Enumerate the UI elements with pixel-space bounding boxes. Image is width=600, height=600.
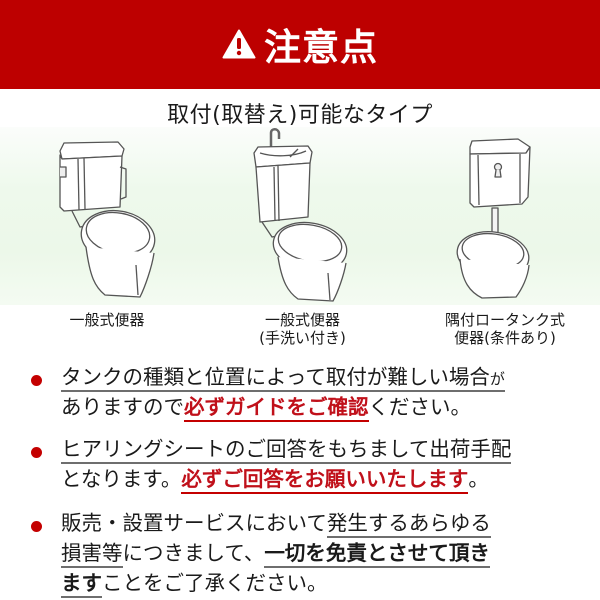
caption-standard: 一般式便器 (57, 311, 157, 329)
note-line: ますことをご了承ください。 (61, 568, 561, 598)
emphasis-text: 必ずご回答をお願いいたします (181, 467, 469, 494)
banner-content: 注意点 (222, 17, 378, 71)
note-text-segment: ください。 (368, 395, 472, 419)
bold-underlined-text: ます (61, 571, 102, 598)
note-text-segment: ヒアリングシート (61, 437, 225, 461)
underlined-text: タンクの種類と位置によって取付が難しい場合が (61, 365, 505, 392)
banner-title: 注意点 (264, 25, 378, 69)
caption-line: 便器(条件あり) (454, 329, 556, 347)
underlined-text: 損害等 (61, 541, 123, 568)
section-subtitle: 取付(取替え)可能なタイプ (167, 103, 433, 128)
warning-banner: 注意点 (0, 0, 600, 89)
warning-icon (222, 29, 256, 58)
note-text-segment: 。 (468, 467, 489, 491)
note-text-segment: となります。 (61, 467, 182, 491)
emphasis-text: 必ずガイドをご確認 (184, 395, 369, 422)
underlined-text: ヒアリングシートのご回答をもちまして出荷手配 (61, 437, 512, 464)
underlined-text: 発生するあらゆる (326, 511, 491, 538)
note-text-segment: につきまして、 (122, 541, 265, 565)
bold-underlined-text: 一切を免責とさせて頂き (264, 541, 490, 568)
note-text: ヒアリングシートのご回答をもちまして出荷手配 となります。必ずご回答をお願いいた… (61, 434, 561, 494)
note-line: となります。必ずご回答をお願いいたします。 (61, 464, 561, 494)
toilet-illustrations (0, 127, 600, 305)
note-text: 販売・設置サービスにおいて発生するあらゆる 損害等につきまして、一切を免責とさせ… (61, 508, 561, 598)
caption-line: (手洗い付き) (259, 329, 346, 347)
note-text-segment: 販売・設置サービスにおいて (61, 511, 327, 535)
note-line: ヒアリングシートのご回答をもちまして出荷手配 (61, 434, 561, 464)
caption-line: 隅付ロータンク式 (444, 311, 565, 329)
note-text-segment: 出荷手配 (429, 437, 512, 461)
note-text-segment: のご回答をもちまして (225, 437, 430, 461)
note-text-segment: ありますので (61, 395, 184, 419)
bullet-dot-icon (31, 375, 42, 386)
toilet-corner-low-tank-icon (448, 127, 558, 305)
bullet-dot-icon (31, 521, 42, 532)
caption-line: 一般式便器 (264, 311, 340, 329)
toilet-standard-icon (50, 127, 160, 305)
note-line: タンクの種類と位置によって取付が難しい場合が (61, 362, 561, 392)
caption-with-handwash: 一般式便器 (手洗い付き) (245, 311, 360, 347)
bullet-dot-icon (31, 447, 42, 458)
note-text: タンクの種類と位置によって取付が難しい場合が ありますので必ずガイドをご確認くだ… (61, 362, 561, 422)
note-line: 損害等につきまして、一切を免責とさせて頂き (61, 538, 561, 568)
caption-corner-low-tank: 隅付ロータンク式 便器(条件あり) (425, 311, 585, 347)
note-text-segment: ことをご了承ください。 (102, 571, 328, 595)
note-line: 販売・設置サービスにおいて発生するあらゆる (61, 508, 561, 538)
note-text-segment: が (489, 370, 505, 388)
caption-line: 一般式便器 (69, 311, 145, 329)
toilet-with-handwash-icon (248, 127, 358, 305)
note-text-segment: タンクの種類と位置によって取付が難しい場合 (61, 365, 490, 389)
note-line: ありますので必ずガイドをご確認ください。 (61, 392, 561, 422)
